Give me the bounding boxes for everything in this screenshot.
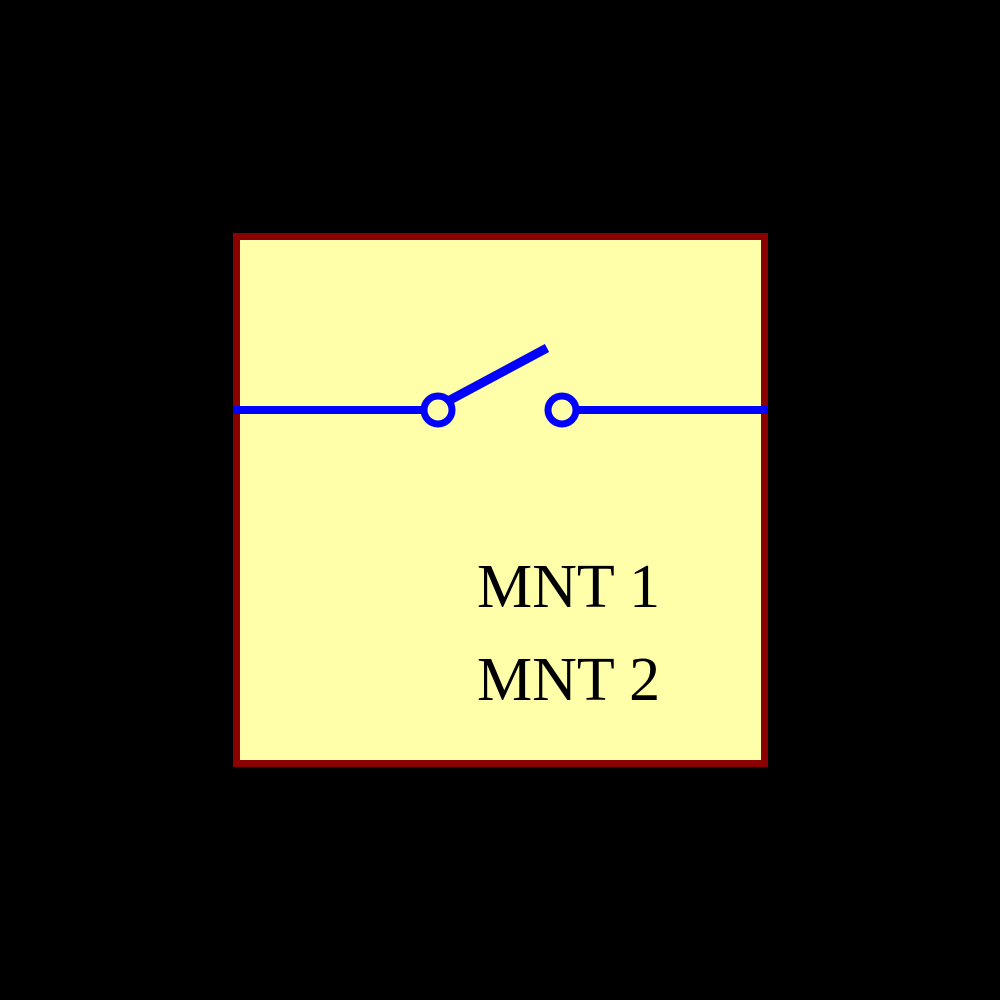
left-terminal-circle [420,392,456,428]
switch-lever[interactable] [447,344,550,404]
label-mnt-1: MNT 1 [477,553,660,621]
symbol-box [233,233,768,767]
right-terminal-circle [544,392,580,428]
label-mnt-2: MNT 2 [477,646,660,714]
clipped-glyph-mark-1 [768,576,778,590]
clipped-glyph-mark-2 [768,669,782,683]
